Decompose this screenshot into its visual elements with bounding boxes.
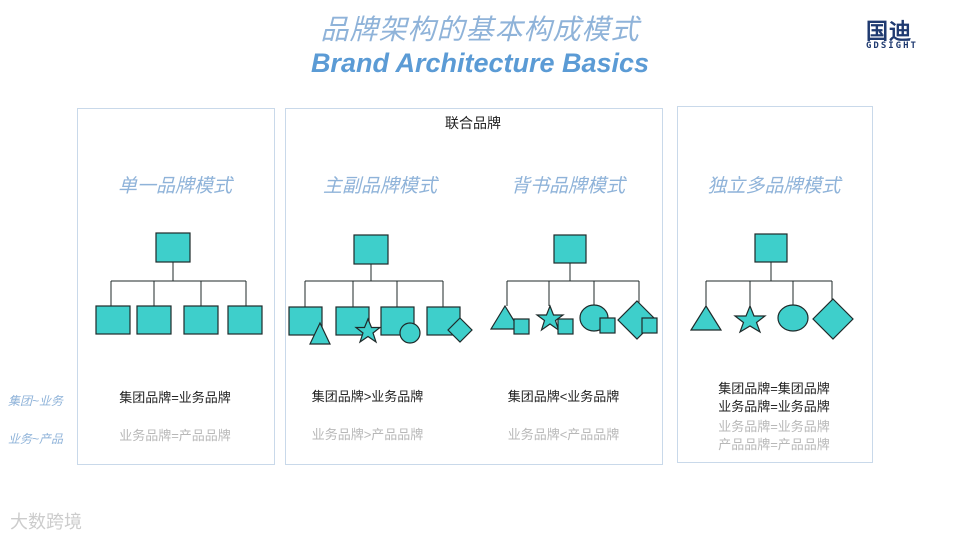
connector-single (110, 262, 247, 306)
connector-endorsed (506, 263, 640, 306)
joint-brand-label: 联合品牌 (445, 115, 501, 131)
endorsed-star-icon (535, 304, 565, 332)
connector-master-sub (304, 264, 444, 307)
relation-independent-1: 集团品牌=集团品牌 (718, 381, 830, 396)
panel-single-brand (77, 108, 275, 465)
root-node-independent (754, 233, 788, 263)
relation-independent-2: 业务品牌=业务品牌 (718, 419, 830, 434)
mode-title-endorsed: 背书品牌模式 (510, 176, 625, 197)
logo-text-cn: 国迪 (866, 20, 913, 45)
relation-single-1: 集团品牌=业务品牌 (119, 390, 231, 405)
relation-independent-2b: 产品品牌=产品品牌 (718, 437, 830, 452)
root-node-single (155, 232, 191, 263)
logo-text-en: GDSIGHT (866, 41, 918, 51)
independent-circle-icon (777, 304, 809, 332)
sub-circle-icon (399, 322, 421, 344)
sub-diamond-icon (447, 317, 473, 343)
relation-endorsed-1: 集团品牌<业务品牌 (507, 389, 620, 404)
watermark: 大数跨境 (10, 512, 82, 532)
relation-master-sub-2: 业务品牌>产品品牌 (311, 427, 424, 442)
endorsed-small-square-1 (513, 318, 530, 335)
mode-title-master-sub: 主副品牌模式 (322, 176, 437, 197)
endorsed-triangle-icon (489, 304, 521, 330)
brand-logo: 国迪 GDSIGHT (862, 14, 932, 54)
panel-joint-brand (285, 108, 663, 465)
panel-independent-brand (677, 106, 873, 463)
endorsed-small-square-2 (557, 318, 574, 335)
root-node-master-sub (353, 234, 389, 265)
relation-independent-1b: 业务品牌=业务品牌 (718, 399, 830, 414)
page-title-en: Brand Architecture Basics (310, 48, 650, 78)
child-square-2 (136, 305, 172, 335)
mode-title-independent: 独立多品牌模式 (707, 176, 841, 197)
endorsed-small-square-3 (599, 317, 616, 334)
child-square-1 (95, 305, 131, 335)
child-square-4 (227, 305, 263, 335)
endorsed-small-square-4 (641, 317, 658, 334)
independent-star-icon (733, 304, 767, 334)
independent-triangle-icon (689, 304, 723, 331)
connector-independent (705, 262, 833, 306)
row-label-group-business: 集团~业务 (8, 394, 64, 408)
relation-master-sub-1: 集团品牌>业务品牌 (311, 389, 424, 404)
relation-endorsed-2: 业务品牌<产品品牌 (507, 427, 620, 442)
page-title-cn: 品牌架构的基本构成模式 (320, 14, 640, 45)
independent-diamond-icon (812, 298, 854, 340)
relation-single-2: 业务品牌=产品品牌 (119, 428, 231, 443)
mode-title-single: 单一品牌模式 (117, 176, 232, 197)
sub-triangle-icon (309, 321, 331, 345)
child-square-3 (183, 305, 219, 335)
sub-star-icon (354, 317, 382, 344)
row-label-business-product: 业务~产品 (8, 432, 64, 446)
root-node-endorsed (553, 234, 587, 264)
